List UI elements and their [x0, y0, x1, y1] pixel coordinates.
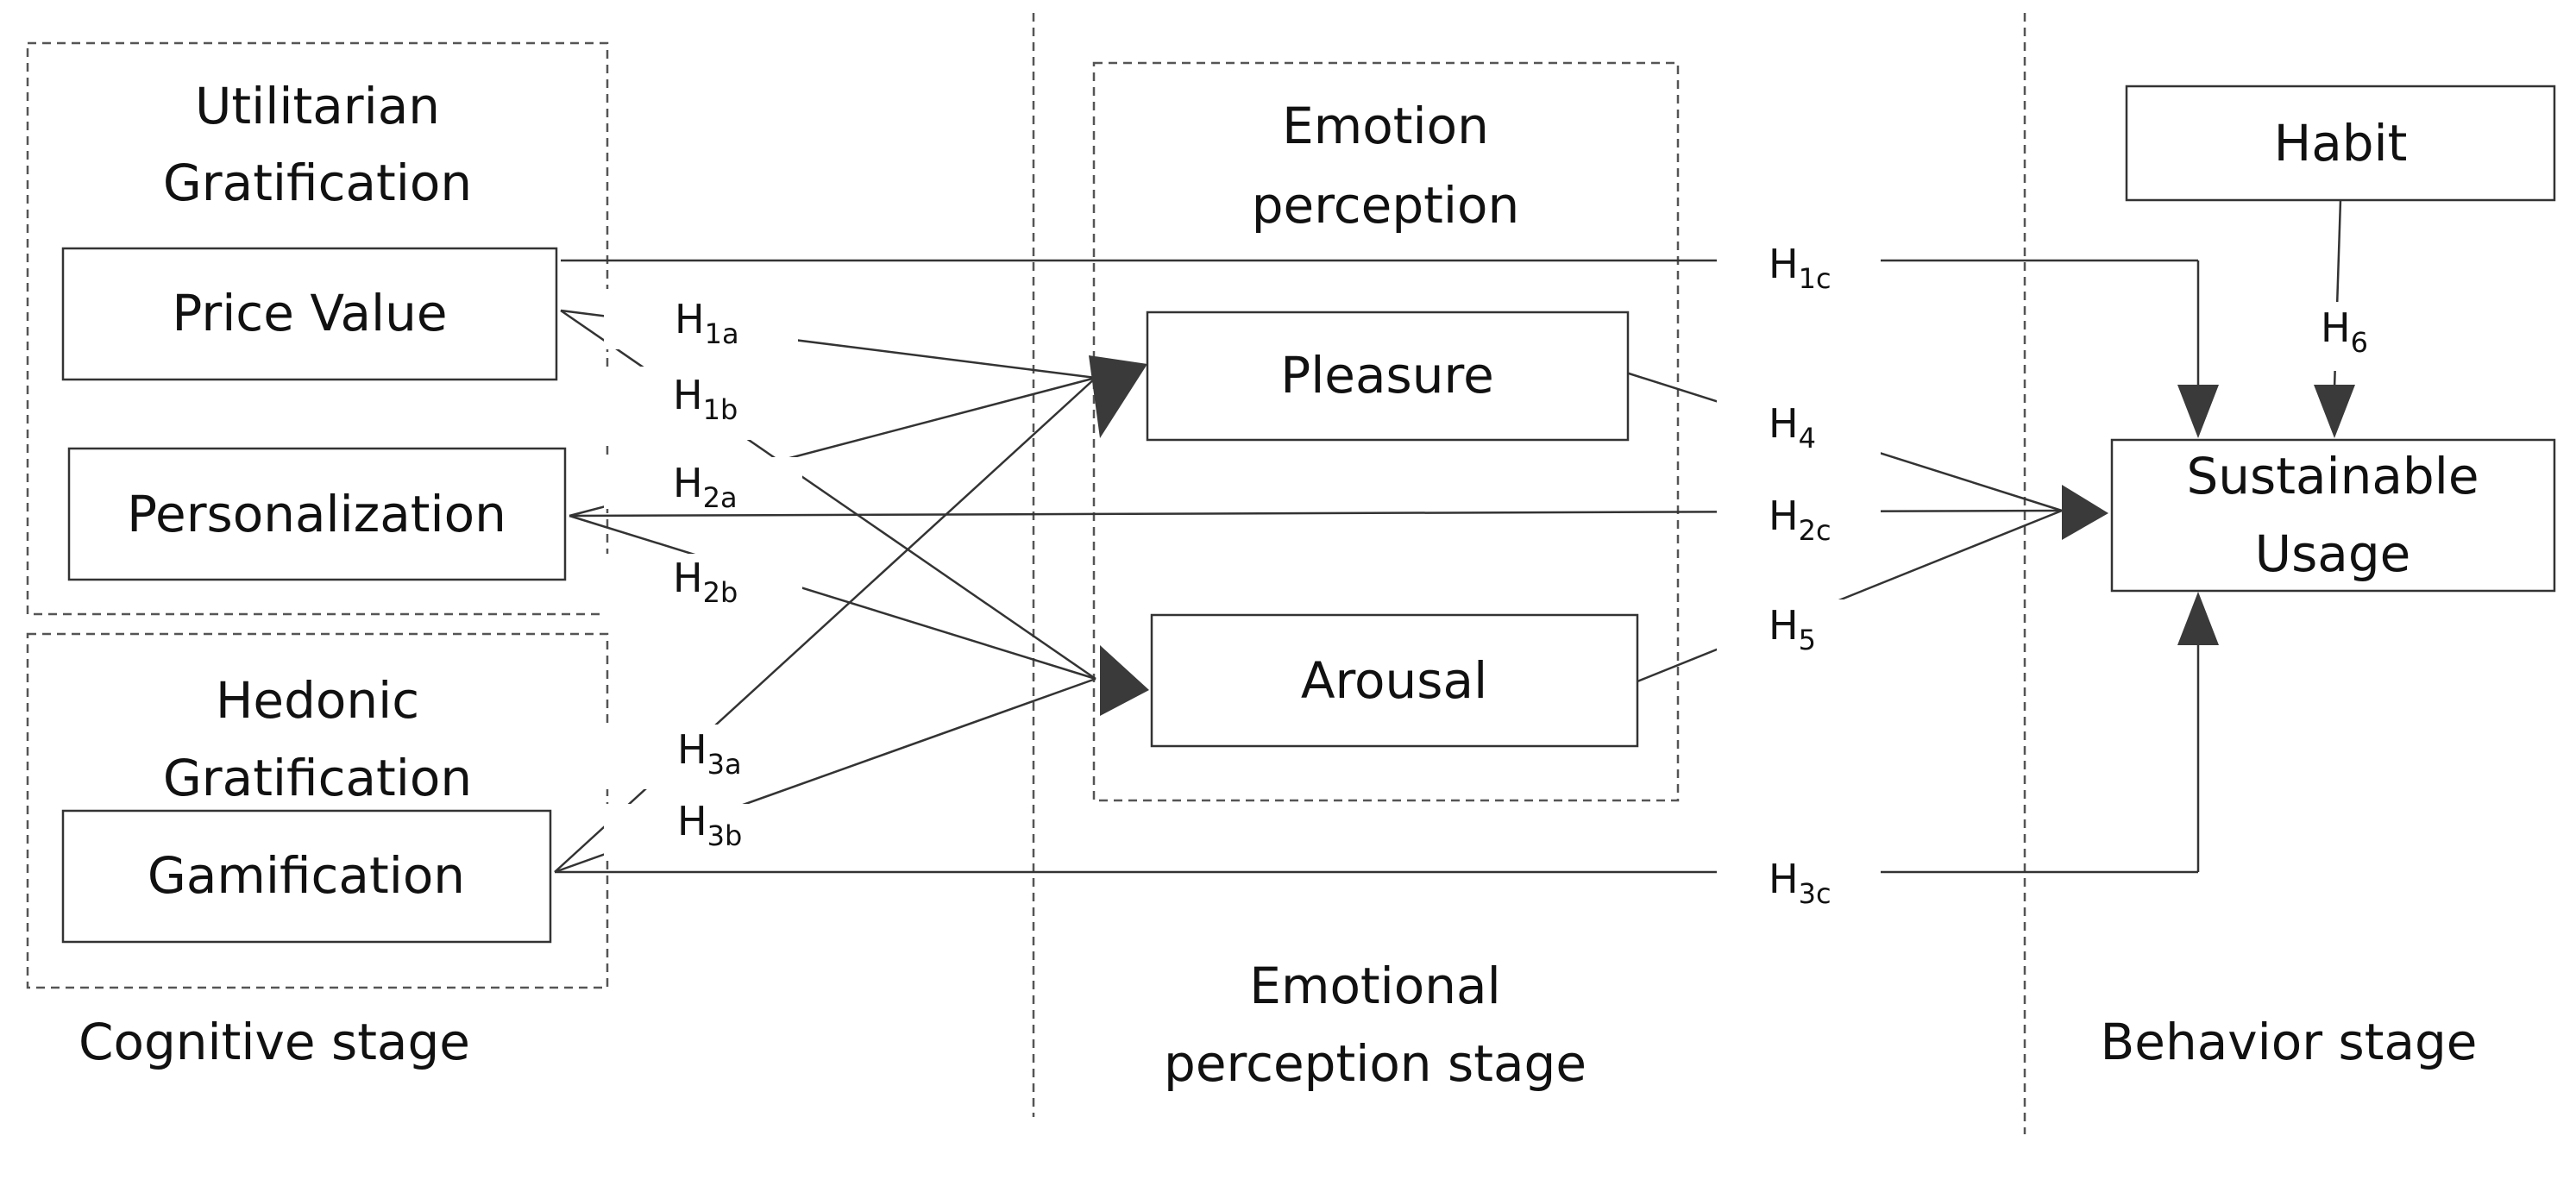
arousal-label: Arousal — [1301, 651, 1487, 710]
edge-h3a — [554, 377, 1096, 873]
habit-label: Habit — [2274, 114, 2408, 173]
personalization-label: Personalization — [127, 485, 506, 543]
hypothesis-h3c: H3c — [1769, 856, 1831, 910]
hypothesis-h3b: H3b — [677, 798, 742, 852]
emotion-title-line2: perception — [1252, 176, 1520, 235]
sustainable-usage-label-line2: Usage — [2255, 524, 2411, 583]
stage-label-emotional-line1: Emotional — [1249, 957, 1500, 1015]
node-pleasure: Pleasure — [1146, 311, 1630, 442]
habit-box — [2125, 85, 2556, 202]
pleasure-label: Pleasure — [1280, 346, 1494, 405]
arrowhead-h3c — [2177, 592, 2219, 645]
utilitarian-title-line2: Gratification — [163, 154, 472, 212]
gamification-box — [61, 809, 552, 944]
hypothesis-h2a: H2a — [673, 460, 738, 514]
node-gamification: Gamification — [61, 809, 552, 944]
hedonic-title-line2: Gratification — [163, 749, 472, 807]
edge-h2b — [569, 514, 1096, 681]
hypothesis-h5: H5 — [1769, 602, 1816, 656]
node-price-value: Price Value — [61, 247, 558, 381]
hypothesis-h1a: H1a — [675, 296, 739, 350]
arrowhead-h6 — [2314, 385, 2355, 438]
price-value-box — [61, 247, 558, 381]
hypothesis-h3a: H3a — [677, 726, 742, 781]
sustainable-usage-label-line1: Sustainable — [2186, 447, 2479, 505]
stage-label-behavior: Behavior stage — [2101, 1013, 2478, 1071]
hypothesis-h2b: H2b — [673, 555, 738, 609]
arrowheads — [1089, 355, 2355, 716]
sustainable-usage-box — [2110, 438, 2556, 593]
arrowhead-into-sustainable-left — [2062, 485, 2108, 540]
node-habit: Habit — [2125, 85, 2556, 202]
hedonic-title-line1: Hedonic — [216, 671, 419, 730]
node-sustainable-usage: Sustainable Usage — [2110, 438, 2556, 593]
arrowhead-into-pleasure — [1089, 355, 1147, 438]
gamification-label: Gamification — [148, 846, 465, 905]
node-personalization: Personalization — [67, 447, 567, 581]
hypothesis-h2c: H2c — [1769, 493, 1831, 547]
hypothesis-h6: H6 — [2321, 304, 2368, 359]
stage-label-cognitive: Cognitive stage — [79, 1013, 470, 1071]
node-arousal: Arousal — [1150, 613, 1639, 748]
arrowhead-h1c — [2177, 385, 2219, 438]
personalization-box — [67, 447, 567, 581]
edges — [554, 199, 2342, 874]
arrowhead-into-arousal — [1100, 645, 1149, 716]
price-value-label: Price Value — [172, 284, 447, 342]
emotion-title-line1: Emotion — [1282, 97, 1489, 155]
utilitarian-title-line1: Utilitarian — [195, 77, 440, 135]
stage-label-emotional-line2: perception stage — [1164, 1034, 1586, 1093]
label-masks — [604, 235, 2379, 917]
hypothesis-h4: H4 — [1769, 400, 1816, 455]
pleasure-box — [1146, 311, 1630, 442]
hypothesis-h1b: H1b — [673, 372, 738, 426]
arousal-box — [1150, 613, 1639, 748]
hypothesis-h1c: H1c — [1769, 241, 1831, 295]
emotion-perception-group — [1092, 61, 1680, 802]
edge-h5 — [1637, 509, 2063, 683]
hypothesis-labels: H1a H1b H1c H2a H2b H2c H3a H3b H3c H4 H… — [673, 241, 2368, 910]
